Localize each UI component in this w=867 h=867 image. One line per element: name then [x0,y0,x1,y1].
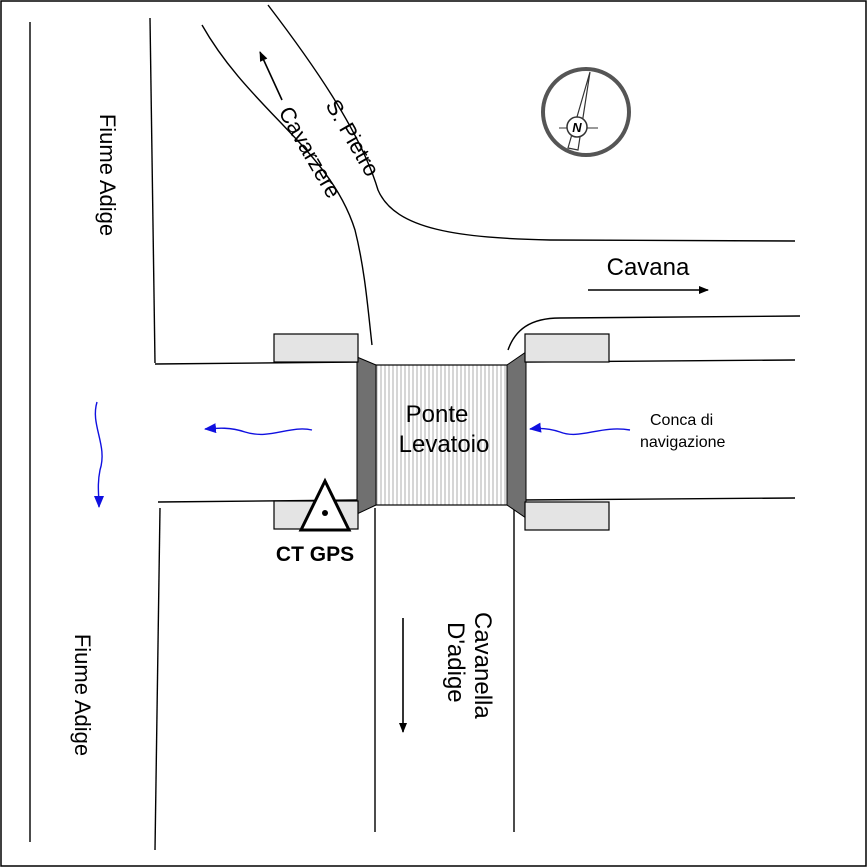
road-north-west-edge [201,24,373,346]
bridge-label-line2: Levatoio [399,431,490,458]
road-label-south-line1: Cavanella [469,612,496,719]
compass-north-letter: N [572,120,582,135]
river-label-upper: Fiume Adige [95,114,120,236]
road-north-east-edge [267,4,796,242]
lock-label-line2: navigazione [640,434,726,451]
compass-north-icon: N [541,67,631,157]
river-label-lower: Fiume Adige [70,634,95,756]
ponte-levatoio-deck [372,364,511,506]
road-cavana-south-edge [507,315,801,351]
bridge-east-wall [506,351,527,519]
bridge-west-wall [356,356,377,515]
gps-triangle-icon [298,477,352,532]
direction-arrow-north [259,51,283,101]
canal-south-bank-east [519,497,796,501]
lock-label-line1: Conca di [650,412,713,429]
adige-flow-arrow [93,401,104,508]
pier-north-west [273,333,359,363]
road-label-south-line2: D'adige [442,622,469,703]
gps-station-label: CT GPS [276,543,354,566]
canal-flow-arrow-west [204,423,313,436]
pier-south-east [524,501,610,531]
adige-east-bank-lower [154,507,161,851]
pier-north-east [524,333,610,363]
road-label-cavana: Cavana [607,254,690,281]
lock-flow-arrow [529,422,631,436]
adige-east-bank-upper [149,17,156,364]
bridge-label-line1: Ponte [406,401,469,428]
